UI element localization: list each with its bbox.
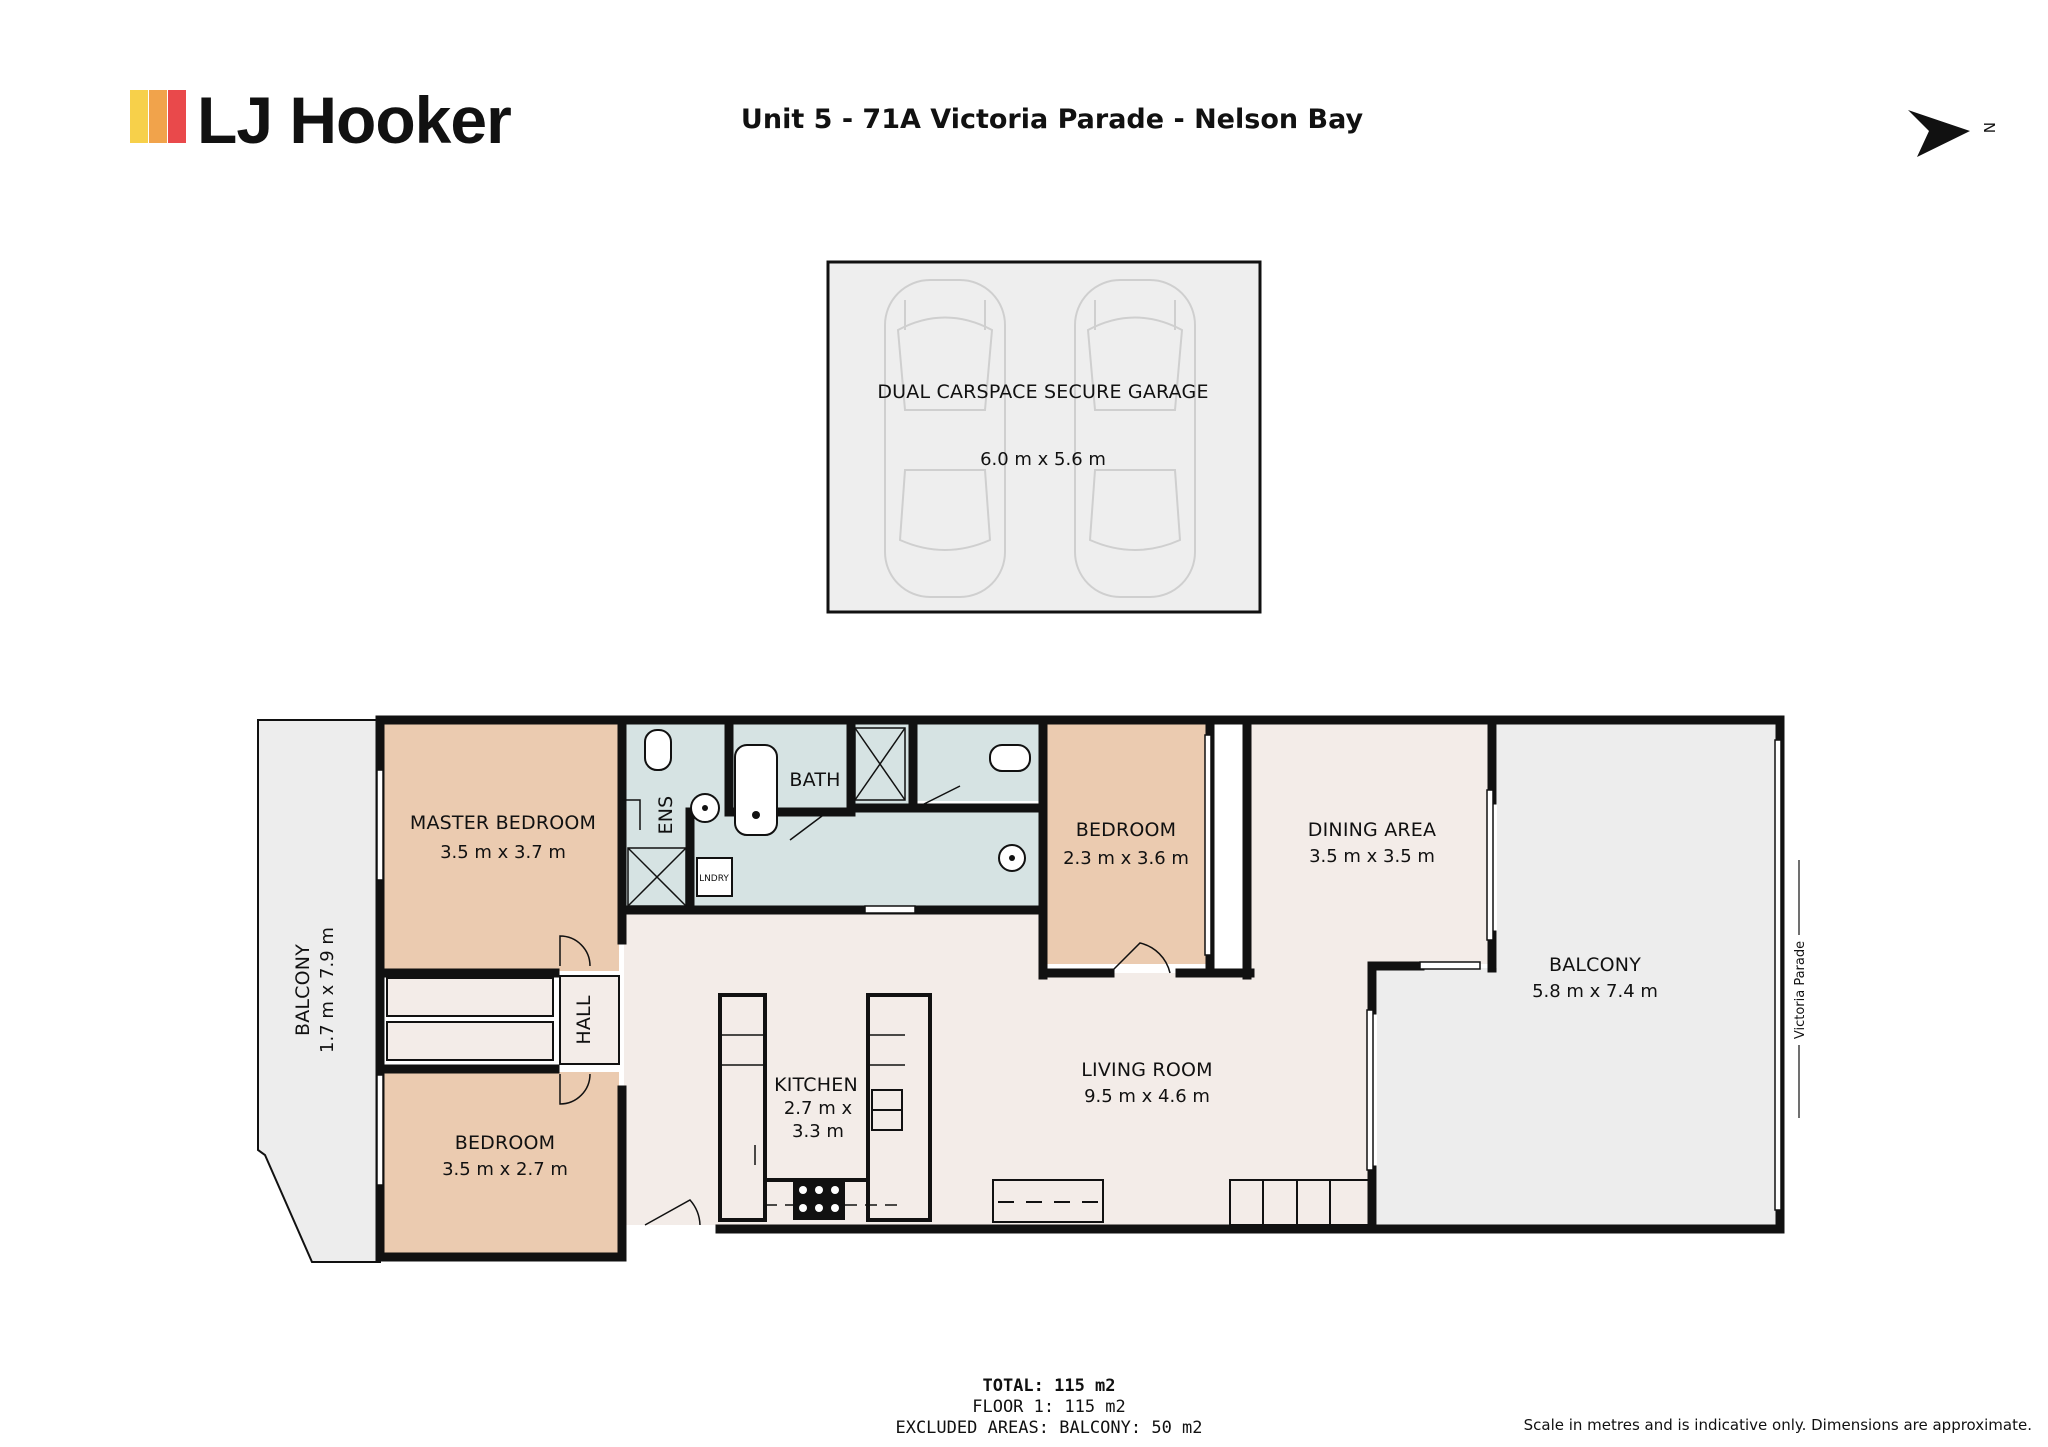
total-area: TOTAL: 115 m2 (982, 1376, 1115, 1396)
shower-icon (627, 847, 687, 907)
dining-area (1250, 724, 1493, 964)
basin-drain-icon (702, 805, 708, 811)
street-label: Victoria Parade (1793, 941, 1808, 1039)
bedroom-2-dims: 3.5 m x 2.7 m (442, 1159, 568, 1180)
logo-stripe-red (168, 90, 186, 143)
hall-area (560, 976, 619, 1064)
balcony-right-dims: 5.8 m x 7.4 m (1532, 981, 1658, 1002)
living-joinery (992, 1179, 1371, 1226)
master-bedroom-label: MASTER BEDROOM (410, 812, 596, 834)
laundry-tub-icon (696, 857, 733, 897)
shower-icon (854, 727, 906, 801)
kitchen-label: KITCHEN (774, 1074, 858, 1096)
disclaimer: Scale in metres and is indicative only. … (1524, 1416, 2032, 1434)
excluded-area: EXCLUDED AREAS: BALCONY: 50 m2 (895, 1418, 1202, 1438)
fixtures: LNDRY (627, 727, 1031, 907)
balcony-right-area (1377, 724, 1777, 1225)
bedroom-3-dims: 2.3 m x 3.6 m (1063, 848, 1189, 869)
car-outline-icon (884, 279, 1006, 598)
basin-drain-icon (1009, 855, 1015, 861)
garage-area (826, 260, 1262, 614)
toilet-icon (989, 744, 1031, 772)
kitchen-dims-line1: 2.7 m x (784, 1098, 853, 1119)
closet-area (386, 1021, 554, 1061)
bath-label: BATH (789, 769, 840, 791)
bedroom-3-area (1047, 724, 1208, 964)
hall-label: HALL (573, 995, 595, 1044)
garage-label: DUAL CARSPACE SECURE GARAGE (877, 381, 1208, 403)
bathtub-icon (734, 744, 778, 836)
floor-area: FLOOR 1: 115 m2 (972, 1397, 1126, 1417)
closet-area (386, 977, 554, 1017)
garage-dims: 6.0 m x 5.6 m (980, 449, 1106, 470)
north-arrow-icon: N (1908, 110, 1998, 157)
north-label: N (1980, 122, 1998, 133)
ensuite-label: ENS (655, 796, 677, 835)
cooktop-icon (793, 1180, 845, 1220)
balcony-left-label: BALCONY (292, 944, 314, 1036)
garage: DUAL CARSPACE SECURE GARAGE 6.0 m x 5.6 … (826, 260, 1262, 614)
master-bedroom-dims: 3.5 m x 3.7 m (440, 842, 566, 863)
master-bedroom-area (382, 724, 619, 971)
street-marker: Victoria Parade (1793, 860, 1808, 1118)
logo-stripe-orange (149, 90, 167, 143)
living-label: LIVING ROOM (1081, 1059, 1212, 1081)
living-dims: 9.5 m x 4.6 m (1084, 1086, 1210, 1107)
car-outline-icon (1074, 279, 1196, 598)
brand-logo: LJ Hooker (130, 83, 512, 157)
kitchen-dims-line2: 3.3 m (792, 1121, 844, 1142)
laundry-label: LNDRY (699, 874, 729, 884)
windows (376, 734, 1782, 1211)
bedroom-2-label: BEDROOM (455, 1132, 556, 1154)
page-title: Unit 5 - 71A Victoria Parade - Nelson Ba… (741, 104, 1364, 135)
bedroom-2-area (382, 1072, 619, 1255)
balcony-left-dims: 1.7 m x 7.9 m (317, 927, 338, 1053)
brand-name: LJ Hooker (197, 83, 511, 157)
bedroom-3-label: BEDROOM (1076, 819, 1177, 841)
dining-dims: 3.5 m x 3.5 m (1309, 846, 1435, 867)
dining-label: DINING AREA (1308, 819, 1436, 841)
doors (559, 785, 1171, 1226)
area-totals: TOTAL: 115 m2 FLOOR 1: 115 m2 EXCLUDED A… (895, 1376, 1202, 1438)
living-area (624, 912, 1372, 1225)
bath-drain-icon (752, 811, 760, 819)
logo-stripe-yellow (130, 90, 148, 143)
balcony-right-label: BALCONY (1549, 954, 1641, 976)
toilet-icon (644, 729, 672, 771)
room-labels: BALCONY 1.7 m x 7.9 m MASTER BEDROOM 3.5… (292, 769, 1658, 1180)
kitchen-joinery (718, 993, 932, 1222)
